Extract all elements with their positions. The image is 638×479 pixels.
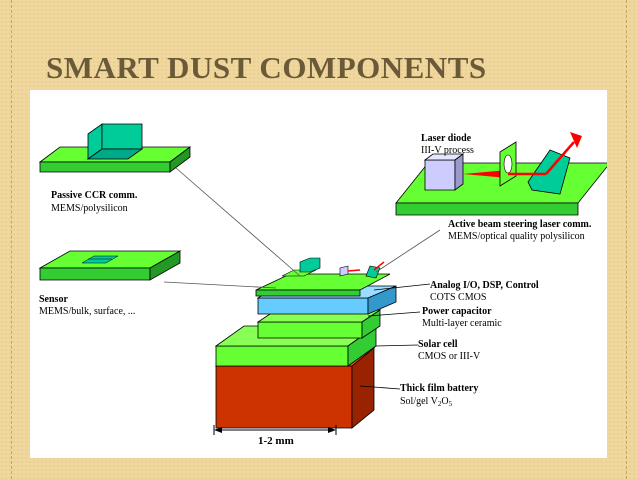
power-label: Power capacitor (422, 306, 492, 317)
slide-title: SMART DUST COMPONENTS (46, 50, 487, 85)
analog-sublabel: COTS CMOS (430, 292, 486, 303)
scale-label: 1-2 mm (258, 435, 294, 447)
analog-layer (257, 297, 369, 315)
diagram-panel: Passive CCR comm. MEMS/polysilicon Senso… (30, 90, 607, 458)
beam-label: Active beam steering laser comm. (448, 219, 592, 230)
ccr-module (38, 123, 192, 173)
central-stack (214, 257, 397, 429)
output-beam-arrow (545, 141, 575, 175)
solar-sublabel: CMOS or III-V (418, 351, 481, 362)
laser-label: Laser diode (421, 133, 472, 144)
smart-dust-diagram: Passive CCR comm. MEMS/polysilicon Senso… (38, 123, 607, 447)
battery-sublabel: Sol/gel V2O5 (400, 396, 453, 408)
solar-label: Solar cell (418, 339, 458, 350)
ccr-sublabel: MEMS/polysilicon (51, 203, 128, 214)
sensor-sublabel: MEMS/bulk, surface, ... (39, 306, 135, 317)
analog-label: Analog I/O, DSP, Control (430, 280, 539, 291)
solar-layer (215, 345, 349, 367)
power-sublabel: Multi-layer ceramic (422, 318, 502, 329)
scale-bar (213, 425, 337, 435)
ccr-label: Passive CCR comm. (51, 190, 138, 201)
capacitor-layer (257, 321, 363, 339)
slide-border-left (11, 0, 12, 479)
slide-border-right (626, 0, 627, 479)
leader-lines (163, 167, 441, 289)
battery-layer (215, 365, 353, 429)
battery-label: Thick film battery (400, 383, 478, 394)
sensor-module (38, 250, 182, 281)
laser-sublabel: III-V process (421, 145, 474, 156)
sensor-label: Sensor (39, 294, 68, 305)
beam-sublabel: MEMS/optical quality polysilicon (448, 231, 585, 242)
beam-steering-module (395, 132, 607, 216)
